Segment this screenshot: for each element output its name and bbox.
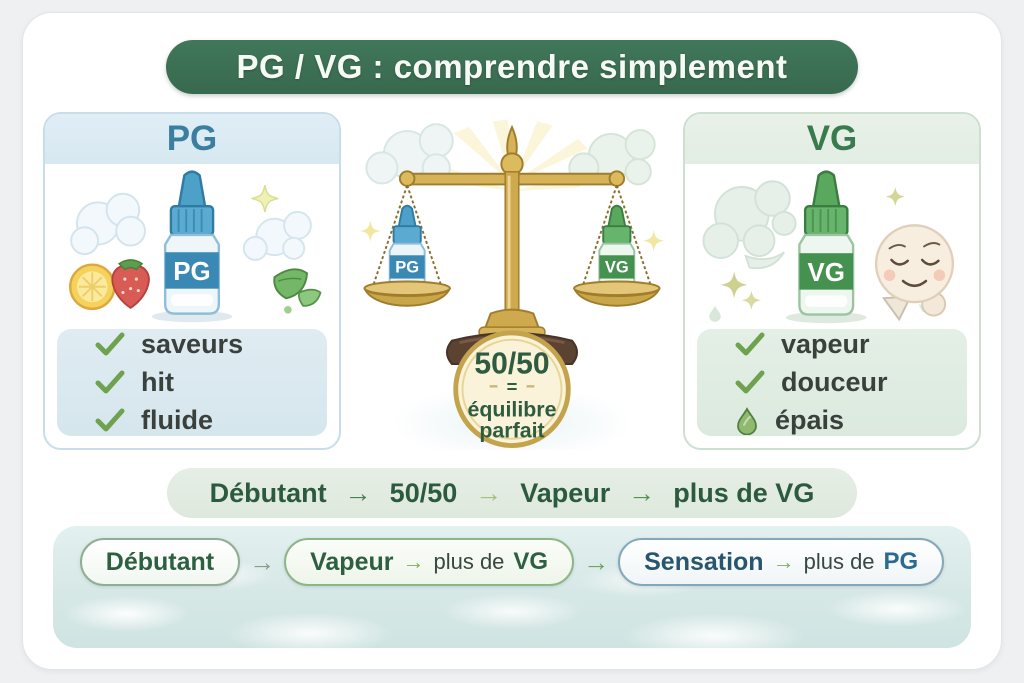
mint-leaves-icon xyxy=(273,268,322,314)
pg-item-label: fluide xyxy=(141,405,213,435)
vg-item-label: douceur xyxy=(781,367,888,397)
vg-illustration-svg: VG xyxy=(702,170,955,324)
badge-line1: équilibre xyxy=(468,397,557,421)
vg-checklist: vapeur douceur épais xyxy=(697,329,967,436)
check-icon xyxy=(735,332,765,356)
sparkle-icon xyxy=(251,184,279,212)
pg-item-label: hit xyxy=(141,367,174,397)
strawberry-icon xyxy=(111,259,150,309)
vg-mini-bottle-icon: VG xyxy=(598,204,636,289)
infographic-card: PG / VG : comprendre simplement PG xyxy=(22,12,1002,670)
vg-panel: VG xyxy=(683,112,981,450)
check-icon xyxy=(735,370,765,394)
sparkle-icon xyxy=(720,271,748,299)
pill-suffix: plus de xyxy=(433,549,505,574)
arrow-right-icon: → xyxy=(583,546,610,577)
arrow-right-icon: → xyxy=(249,546,276,577)
scale-strings xyxy=(371,185,653,289)
pg-bottle-icon: PG xyxy=(151,170,233,323)
sparkle-icon xyxy=(643,230,665,252)
pill-vapeur: Vapeur → plus de VG xyxy=(284,538,575,586)
badge-line2: parfait xyxy=(479,419,544,443)
vg-illustration: VG xyxy=(685,164,979,325)
badge-equals: = xyxy=(507,376,518,397)
scale-right-bottle-label: VG xyxy=(605,259,629,277)
arrow-right-icon: → xyxy=(628,477,656,508)
arrow-right-icon: → xyxy=(772,549,795,574)
flow1-step: Vapeur xyxy=(520,477,611,508)
pill-suffix: plus de xyxy=(803,549,875,574)
vapor-cloud-icon xyxy=(702,180,797,270)
flow1-step: Débutant xyxy=(209,477,327,508)
pg-illustration: PG xyxy=(45,164,339,325)
flow1-step: 50/50 xyxy=(389,477,458,508)
vg-item-label: vapeur xyxy=(781,329,870,359)
arrow-right-icon: → xyxy=(402,549,425,574)
pill-title: Sensation xyxy=(644,547,764,576)
scale-post-foot xyxy=(483,308,541,331)
sparkle-icon xyxy=(885,186,905,207)
pg-bottle-label: PG xyxy=(173,258,210,286)
pg-checklist: saveurs hit fluide xyxy=(57,329,327,436)
vg-panel-title: VG xyxy=(806,118,858,158)
lemon-icon xyxy=(68,263,116,310)
relaxed-face-icon xyxy=(874,224,955,322)
vg-bottle-icon: VG xyxy=(785,170,867,324)
check-icon xyxy=(95,408,125,432)
vg-bottle-label: VG xyxy=(808,259,845,287)
pill-debutant: Débutant xyxy=(79,538,241,586)
flow2-pill-row: Débutant → Vapeur → plus de VG → Sensati… xyxy=(53,538,971,586)
pg-item-label: saveurs xyxy=(141,329,244,359)
list-item: épais xyxy=(735,405,967,436)
list-item: douceur xyxy=(735,367,967,398)
vg-item-label: épais xyxy=(775,405,845,435)
list-item: fluide xyxy=(95,405,327,436)
pill-suffix-bold: VG xyxy=(513,548,549,575)
pg-panel-title: PG xyxy=(166,118,218,158)
badge-ratio: 50/50 xyxy=(474,348,549,381)
title-banner: PG / VG : comprendre simplement xyxy=(166,40,858,94)
cloud-icon xyxy=(242,210,312,261)
cloud-icon xyxy=(70,192,146,255)
cloud-icon xyxy=(365,123,454,185)
pill-title: Débutant xyxy=(105,547,215,576)
list-item: vapeur xyxy=(735,329,967,360)
scale-pan xyxy=(363,280,451,307)
pill-title: Vapeur xyxy=(310,547,394,576)
arrow-right-icon: → xyxy=(344,477,372,508)
sparkle-icon xyxy=(741,290,762,310)
sparkle-icon xyxy=(359,220,381,242)
arrow-right-icon: → xyxy=(475,477,503,508)
scale-left-bottle-label: PG xyxy=(395,259,419,277)
list-item: hit xyxy=(95,367,327,398)
vg-panel-header: VG xyxy=(685,114,979,164)
pg-illustration-svg: PG xyxy=(68,170,322,323)
page-title: PG / VG : comprendre simplement xyxy=(236,48,788,85)
pill-suffix-bold: PG xyxy=(883,548,919,575)
check-icon xyxy=(95,370,125,394)
flow-row-detailed: Débutant → Vapeur → plus de VG → Sensati… xyxy=(53,526,971,648)
scale-pan xyxy=(573,280,661,307)
pg-mini-bottle-icon: PG xyxy=(388,204,426,289)
fifty-fifty-badge: 50/50 = équilibre parfait xyxy=(453,330,571,448)
droplet-icon xyxy=(737,406,757,435)
balance-scale-icon: PG VG xyxy=(359,119,665,448)
flow-row-simple: Débutant → 50/50 → Vapeur → plus de VG xyxy=(167,468,857,518)
check-icon xyxy=(95,332,125,356)
pg-panel-header: PG xyxy=(45,114,339,164)
pg-panel: PG xyxy=(43,112,341,450)
balance-illustration: PG VG xyxy=(347,112,677,450)
list-item: saveurs xyxy=(95,329,327,360)
flow1-step: plus de VG xyxy=(673,477,815,508)
droplet-icon xyxy=(709,305,721,322)
main-columns: PG xyxy=(43,112,981,450)
pill-sensation: Sensation → plus de PG xyxy=(618,538,945,586)
